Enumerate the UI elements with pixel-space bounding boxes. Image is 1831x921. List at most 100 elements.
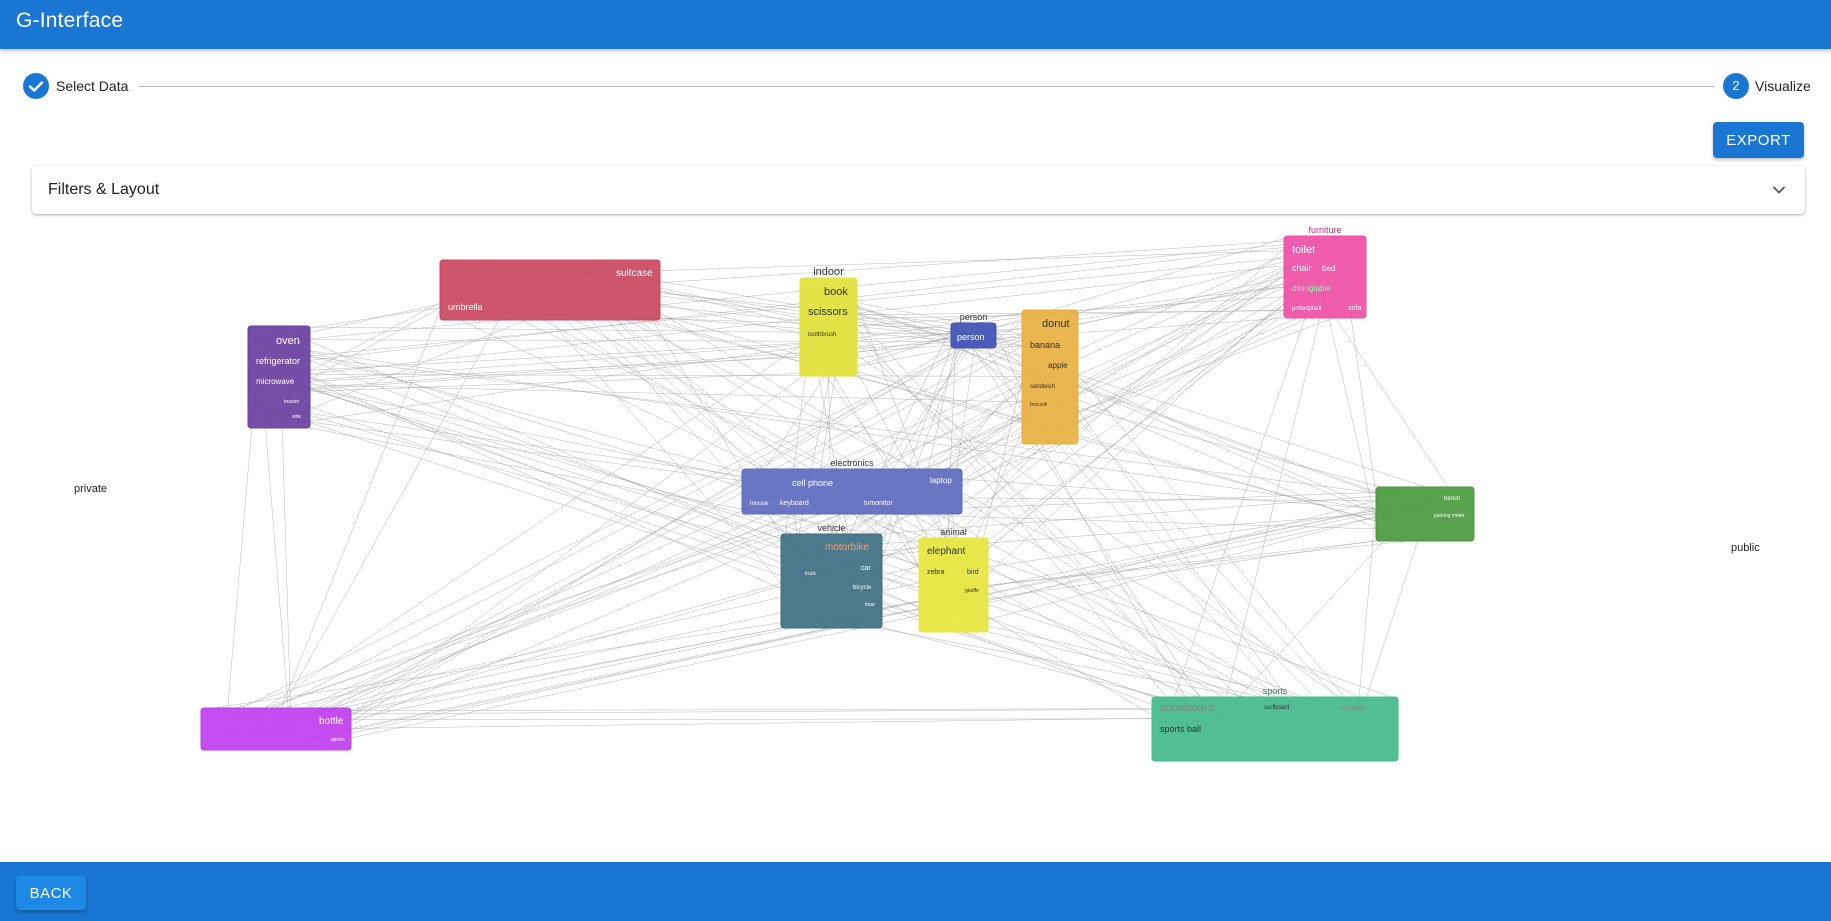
graph-edge [1318, 293, 1452, 492]
chevron-down-icon[interactable] [1769, 180, 1789, 200]
export-button[interactable]: EXPORT [1713, 122, 1804, 158]
node-label[interactable]: bed [1322, 264, 1335, 273]
node-label[interactable]: microwave [256, 377, 295, 386]
step-2-number[interactable]: 2 [1723, 73, 1749, 99]
graph-edge [854, 304, 1411, 505]
node-label[interactable]: surfboard [1264, 705, 1289, 711]
node-label[interactable]: oven [276, 335, 300, 347]
node-label[interactable]: snowboard [1160, 702, 1214, 714]
graph-edge [890, 336, 973, 474]
group-label-furniture: furniture [1308, 225, 1341, 235]
node-label[interactable]: bottle [319, 716, 344, 727]
node-label[interactable]: book [824, 286, 848, 298]
filters-layout-panel[interactable]: Filters & Layout [32, 166, 1805, 214]
node-label[interactable]: sink [292, 414, 301, 420]
node-label[interactable]: sports ball [1160, 724, 1201, 734]
node-label[interactable]: sandwich [1030, 384, 1055, 390]
graph-edge [327, 718, 1157, 720]
node-label[interactable]: donut [1042, 318, 1070, 330]
node-label[interactable]: boat [865, 602, 875, 608]
graph-edge [1320, 281, 1378, 530]
node-label[interactable]: laptop [930, 476, 952, 485]
node-label[interactable]: chair [1292, 263, 1312, 273]
graph-edge [893, 473, 1449, 514]
graph-edge [871, 333, 966, 587]
node-label[interactable]: spoon [331, 737, 345, 743]
group-outdoor[interactable]: bench parking meter [1375, 486, 1475, 542]
graph-edge [1056, 261, 1286, 319]
node-label[interactable]: pottedplant [1292, 306, 1322, 312]
group-furniture[interactable]: furniture toilet chair bed diningtable potted… [1283, 225, 1367, 319]
group-box-furniture[interactable] [1283, 235, 1367, 319]
graph-edge [289, 708, 1220, 712]
group-box-animal[interactable] [918, 537, 989, 633]
graph-edge [303, 349, 781, 500]
node-label[interactable]: parking meter [1434, 513, 1465, 519]
node-label[interactable]: bench [1444, 496, 1460, 502]
back-button[interactable]: BACK [16, 876, 86, 910]
node-label[interactable]: elephant [927, 546, 966, 557]
step-1-complete-icon[interactable] [23, 73, 49, 99]
graph-edge [955, 286, 1285, 326]
group-label-sports: sports [1263, 686, 1288, 696]
node-label[interactable]: sofa [1348, 305, 1361, 312]
node-label[interactable]: toothbrush [808, 332, 836, 338]
group-box-vehicle[interactable] [780, 533, 883, 629]
node-label[interactable]: apple [1048, 361, 1068, 370]
node-label[interactable]: diningtable [1292, 284, 1331, 293]
node-label[interactable]: broccoli [1030, 402, 1047, 408]
node-label[interactable]: scissors [808, 306, 848, 318]
group-accessory[interactable]: suitcase umbrella [439, 259, 661, 321]
group-box-kitchenware[interactable] [200, 707, 352, 751]
graph-edge [203, 484, 908, 720]
node-label[interactable]: tvmonitor [864, 500, 893, 507]
group-label-vehicle: vehicle [817, 523, 845, 533]
group-sports[interactable]: sports snowboard surfboard skateboard sports… [1151, 686, 1399, 762]
node-label[interactable]: truck [805, 571, 816, 577]
group-kitchenware[interactable]: bottle spoon [200, 707, 352, 751]
node-label[interactable]: cell phone [792, 478, 833, 488]
group-box-outdoor[interactable] [1375, 486, 1475, 542]
graph-edge [267, 357, 865, 627]
node-label[interactable]: refrigerator [256, 356, 300, 366]
node-label[interactable]: toilet [1292, 244, 1315, 256]
group-box-sports[interactable] [1151, 696, 1399, 762]
node-label[interactable]: skateboard [1340, 705, 1365, 711]
graph-edge [604, 298, 865, 471]
graph-edge [341, 497, 1466, 741]
node-label[interactable]: car [861, 565, 871, 572]
node-label[interactable]: umbrella [448, 302, 483, 312]
node-label[interactable]: suitcase [616, 268, 653, 279]
graph-edge [946, 327, 957, 564]
group-vehicle[interactable]: vehicle motorbike truck car bicycle boat [780, 523, 883, 629]
node-label[interactable]: giraffe [965, 588, 979, 594]
node-label[interactable]: bicycle [853, 585, 872, 591]
node-label[interactable]: toaster [284, 399, 300, 405]
node-label[interactable]: mouse [750, 501, 769, 507]
node-label[interactable]: banana [1030, 340, 1060, 350]
group-box-kitchen-appliance[interactable] [247, 325, 311, 429]
step-2-label[interactable]: Visualize [1755, 78, 1811, 94]
node-label[interactable]: bird [967, 569, 979, 576]
graph-edge [249, 383, 1062, 404]
step-1-label[interactable]: Select Data [56, 78, 129, 94]
node-label[interactable]: person [957, 332, 985, 342]
group-food[interactable]: donut banana apple sandwich broccoli [1021, 309, 1079, 445]
node-label[interactable]: motorbike [825, 542, 869, 553]
graph-canvas[interactable]: suitcaseumbrellaindoorbookscissorstoothb… [0, 222, 1831, 862]
group-box-food[interactable] [1021, 309, 1079, 445]
group-kitchen-appliance[interactable]: oven refrigerator microwave toaster sink [247, 325, 311, 429]
group-box-electronics[interactable] [741, 468, 963, 515]
graph-edge [282, 373, 805, 393]
group-box-accessory[interactable] [439, 259, 661, 321]
graph-edge [843, 510, 1315, 703]
group-box-person[interactable] [950, 322, 997, 349]
node-label[interactable]: zebra [927, 569, 945, 576]
group-box-indoor[interactable] [799, 277, 858, 377]
node-label[interactable]: keyboard [780, 500, 809, 507]
